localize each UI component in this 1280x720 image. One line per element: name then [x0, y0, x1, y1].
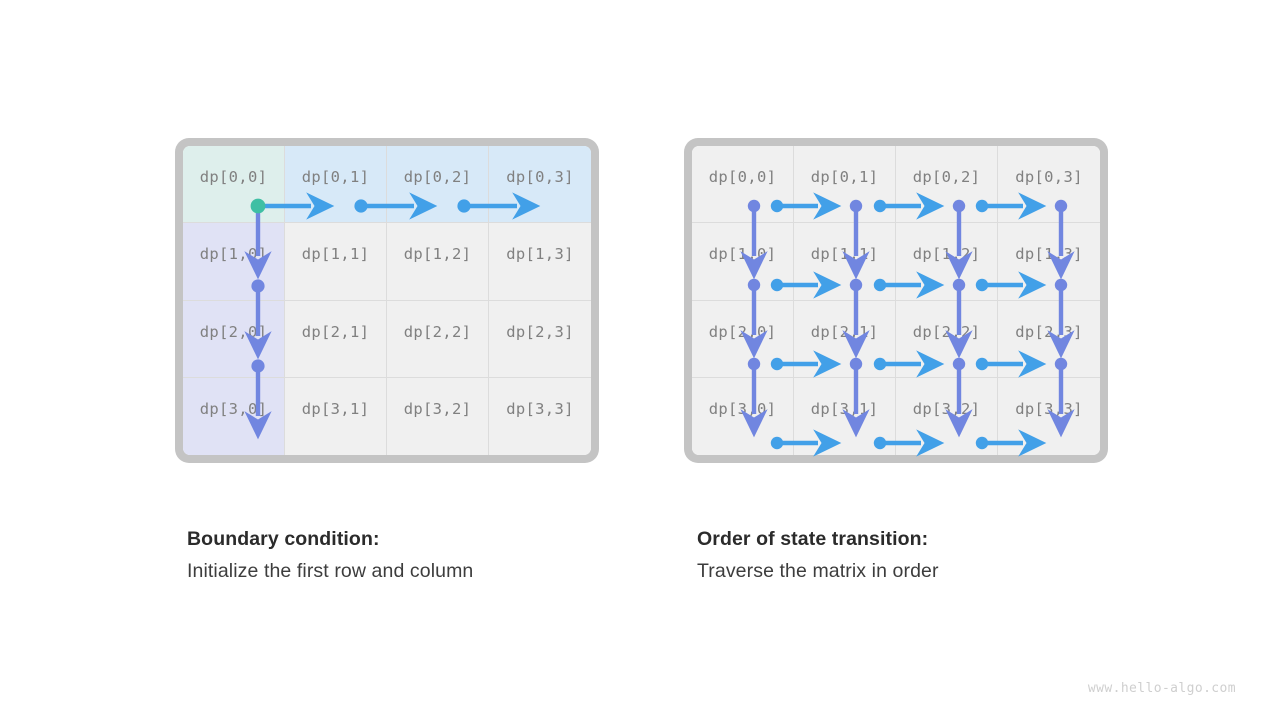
cell-label: dp[2,3]	[506, 322, 574, 341]
grid-cell[interactable]: dp[2,2]	[387, 300, 489, 378]
grid-cell[interactable]: dp[2,2]	[896, 300, 998, 378]
caption-subtitle: Traverse the matrix in order	[697, 560, 939, 582]
grid-cell[interactable]: dp[3,2]	[387, 377, 489, 455]
grid-cell[interactable]: dp[1,3]	[998, 223, 1100, 301]
cell-label: dp[1,3]	[1015, 245, 1083, 264]
cell-label: dp[3,0]	[199, 400, 268, 419]
cell-label: dp[2,3]	[1015, 322, 1083, 341]
cell-label: dp[3,2]	[403, 400, 472, 419]
cell-label: dp[1,1]	[810, 245, 879, 264]
grid-cell[interactable]: dp[2,3]	[998, 300, 1100, 378]
caption-state-transition-order: Order of state transition: Traverse the …	[697, 528, 939, 583]
grid-cell[interactable]: dp[3,3]	[998, 377, 1100, 455]
cell-label: dp[1,0]	[199, 245, 268, 264]
grid-cell[interactable]: dp[3,3]	[489, 377, 591, 455]
cell-label: dp[3,3]	[1015, 400, 1083, 419]
grid-cell[interactable]: dp[2,1]	[285, 300, 387, 378]
cell-label: dp[3,0]	[708, 400, 777, 419]
caption-title: Boundary condition:	[187, 528, 380, 550]
grid-cell[interactable]: dp[3,0]	[183, 377, 285, 455]
grid-cell[interactable]: dp[1,2]	[896, 223, 998, 301]
cell-label: dp[1,1]	[301, 245, 370, 264]
dp-grid-boundary: dp[0,0] dp[0,1] dp[0,2] dp[0,3] dp[1,0] …	[183, 146, 591, 455]
dp-grid-transition: dp[0,0] dp[0,1] dp[0,2] dp[0,3] dp[1,0] …	[692, 146, 1100, 455]
panel-boundary-condition: dp[0,0] dp[0,1] dp[0,2] dp[0,3] dp[1,0] …	[175, 138, 599, 463]
grid-cell[interactable]: dp[0,3]	[998, 146, 1100, 224]
cell-label: dp[0,1]	[301, 168, 370, 187]
panel-state-transition-order: dp[0,0] dp[0,1] dp[0,2] dp[0,3] dp[1,0] …	[684, 138, 1108, 463]
cell-label: dp[0,0]	[199, 168, 268, 187]
grid-cell[interactable]: dp[2,3]	[489, 300, 591, 378]
caption-subtitle: Initialize the first row and column	[187, 560, 474, 582]
caption-title: Order of state transition:	[697, 528, 929, 550]
grid-cell[interactable]: dp[0,1]	[794, 146, 896, 224]
grid-cell[interactable]: dp[3,0]	[692, 377, 794, 455]
cell-label: dp[2,0]	[199, 322, 268, 341]
cell-label: dp[2,2]	[403, 322, 472, 341]
grid-cell[interactable]: dp[1,0]	[183, 223, 285, 301]
grid-cell[interactable]: dp[2,0]	[183, 300, 285, 378]
grid-cell[interactable]: dp[0,2]	[896, 146, 998, 224]
caption-boundary-condition: Boundary condition: Initialize the first…	[187, 528, 473, 583]
grid-cell[interactable]: dp[0,1]	[285, 146, 387, 224]
cell-label: dp[2,1]	[301, 322, 370, 341]
grid-cell[interactable]: dp[1,1]	[794, 223, 896, 301]
cell-label: dp[0,3]	[506, 168, 574, 187]
cell-label: dp[1,2]	[403, 245, 472, 264]
cell-label: dp[0,3]	[1015, 168, 1083, 187]
grid-cell[interactable]: dp[1,3]	[489, 223, 591, 301]
cell-label: dp[0,1]	[810, 168, 879, 187]
cell-label: dp[0,0]	[708, 168, 777, 187]
grid-cell[interactable]: dp[0,0]	[183, 146, 285, 224]
grid-cell[interactable]: dp[1,1]	[285, 223, 387, 301]
grid-cell[interactable]: dp[0,0]	[692, 146, 794, 224]
cell-label: dp[1,3]	[506, 245, 574, 264]
cell-label: dp[3,3]	[506, 400, 574, 419]
grid-cell[interactable]: dp[2,1]	[794, 300, 896, 378]
cell-label: dp[3,2]	[912, 400, 981, 419]
cell-label: dp[3,1]	[810, 400, 879, 419]
cell-label: dp[0,2]	[912, 168, 981, 187]
grid-cell[interactable]: dp[0,2]	[387, 146, 489, 224]
cell-label: dp[3,1]	[301, 400, 370, 419]
grid-cell[interactable]: dp[3,1]	[285, 377, 387, 455]
cell-label: dp[0,2]	[403, 168, 472, 187]
cell-label: dp[2,1]	[810, 322, 879, 341]
cell-label: dp[2,2]	[912, 322, 981, 341]
cell-label: dp[1,2]	[912, 245, 981, 264]
grid-cell[interactable]: dp[3,1]	[794, 377, 896, 455]
grid-cell[interactable]: dp[1,2]	[387, 223, 489, 301]
grid-cell[interactable]: dp[0,3]	[489, 146, 591, 224]
watermark: www.hello-algo.com	[1087, 681, 1236, 696]
grid-cell[interactable]: dp[2,0]	[692, 300, 794, 378]
grid-cell[interactable]: dp[3,2]	[896, 377, 998, 455]
cell-label: dp[1,0]	[708, 245, 777, 264]
grid-cell[interactable]: dp[1,0]	[692, 223, 794, 301]
cell-label: dp[2,0]	[708, 322, 777, 341]
